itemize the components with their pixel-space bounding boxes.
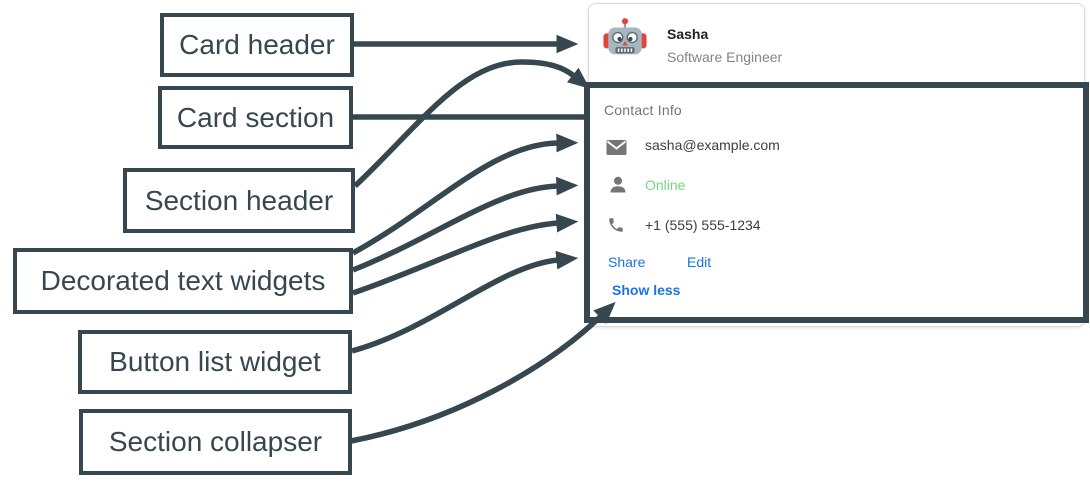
arrow-button-list xyxy=(351,250,579,354)
arrow-section-header xyxy=(353,59,590,189)
card-header-role: Software Engineer xyxy=(667,49,783,65)
robot-avatar xyxy=(603,18,647,55)
phone-row-text: +1 (555) 555-1234 xyxy=(645,217,761,233)
person-icon xyxy=(610,176,626,193)
callout-section-collapser: Section collapser xyxy=(79,409,352,475)
callout-button-list-widget: Button list widget xyxy=(78,330,352,394)
show-less-button[interactable]: Show less xyxy=(612,282,681,298)
email-row-text: sasha@example.com xyxy=(645,137,780,153)
section-header-title: Contact Info xyxy=(604,102,682,118)
arrow-decorated-text-phone xyxy=(352,213,579,296)
share-button[interactable]: Share xyxy=(608,254,646,270)
callout-section-header: Section header xyxy=(123,168,355,233)
arrow-section-collapser xyxy=(350,301,616,444)
arrow-decorated-text-status xyxy=(351,176,579,273)
card-header-name: Sasha xyxy=(667,26,709,42)
callout-section-collapser-label: Section collapser xyxy=(108,426,323,457)
arrow-decorated-text-email xyxy=(351,133,579,256)
edit-button[interactable]: Edit xyxy=(687,254,712,270)
contact-card xyxy=(588,3,1085,327)
mail-icon xyxy=(606,140,627,155)
callout-card-header-label: Card header xyxy=(179,29,335,60)
callout-decorated-text-widgets: Decorated text widgets xyxy=(13,248,353,314)
callout-card-section-label: Card section xyxy=(176,101,335,133)
callout-decorated-text-widgets-label: Decorated text widgets xyxy=(40,265,326,296)
callout-section-header-label: Section header xyxy=(144,184,334,216)
callout-button-list-widget-label: Button list widget xyxy=(109,346,321,377)
status-row-text: Online xyxy=(645,177,686,193)
callout-card-section: Card section xyxy=(158,86,353,149)
callout-card-header: Card header xyxy=(160,13,354,77)
phone-icon xyxy=(609,218,623,232)
